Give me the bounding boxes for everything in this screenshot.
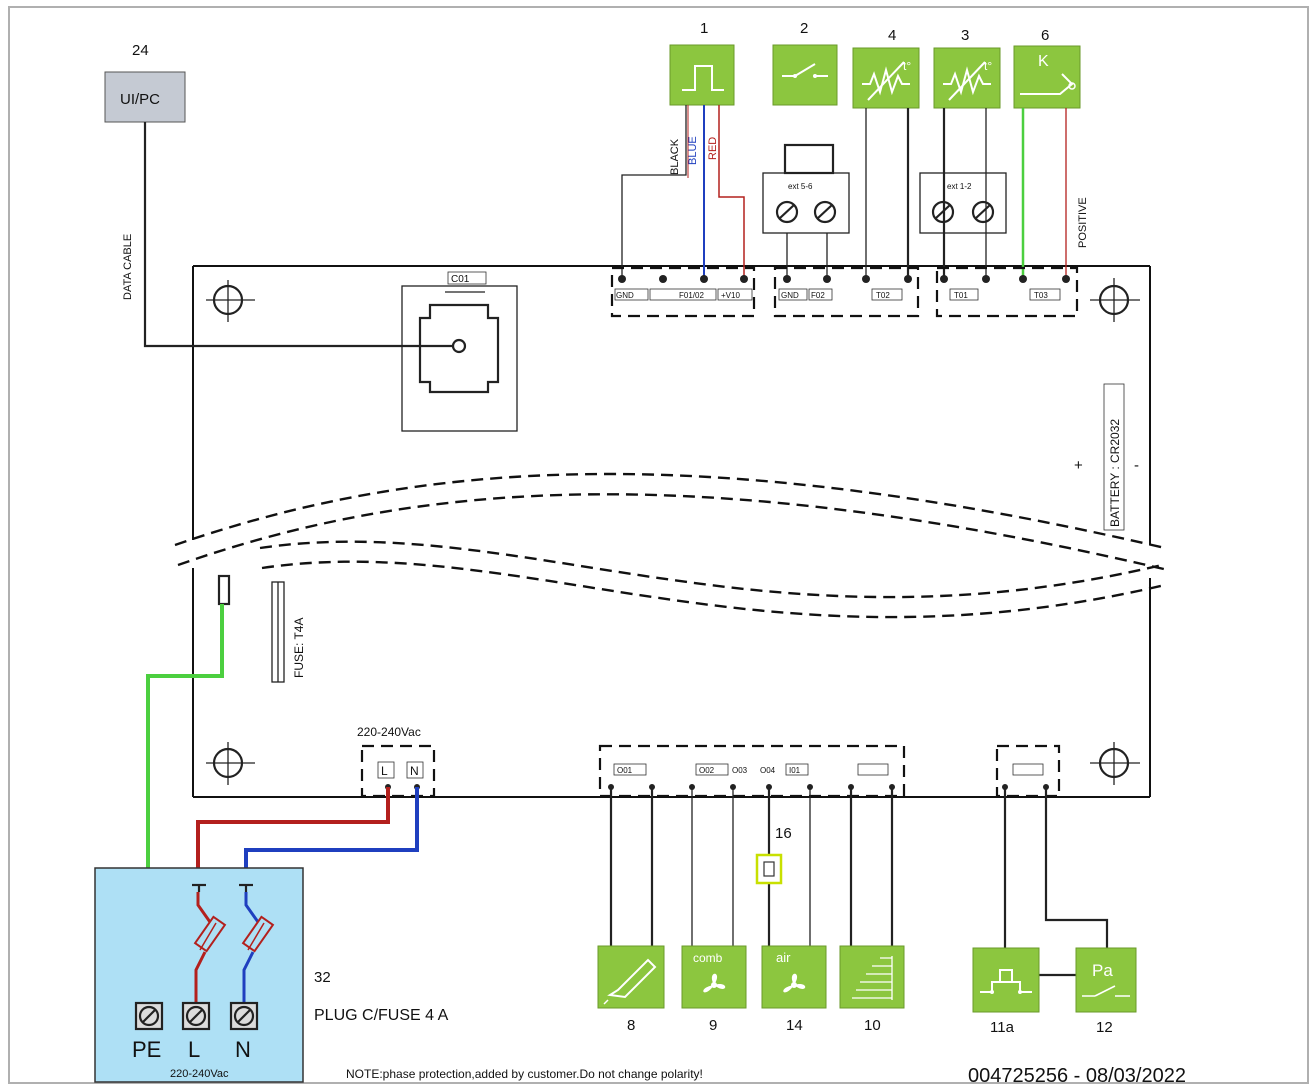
plug-terminal-l: L: [188, 1037, 200, 1062]
tag-o03: O03: [732, 766, 748, 775]
mounting-hole-icon: [1090, 742, 1140, 785]
bottom-terminal-block-main: O01 O02 O03 O04 I01: [598, 744, 906, 798]
tag-i01: I01: [789, 766, 801, 775]
switch-icon: [772, 44, 838, 106]
power-voltage-label: 220-240Vac: [357, 725, 421, 739]
pcb-board: [174, 265, 1169, 798]
ui-pc-box: 24 UI/PC: [104, 42, 186, 123]
plug-label: PLUG C/FUSE 4 A: [314, 1007, 449, 1024]
power-terminal-block: L N: [360, 744, 436, 798]
tag-v10: +V10: [721, 291, 740, 300]
thermistor-icon: t°: [852, 47, 920, 109]
battery-plus: +: [1074, 457, 1083, 474]
thermocouple-icon: K: [1013, 45, 1081, 109]
tag-t03: T03: [1034, 291, 1048, 300]
wire-label-positive: POSITIVE: [1077, 197, 1089, 248]
plug-terminal-n: N: [235, 1037, 251, 1062]
battery-label-box: BATTERY : CR2032: [1103, 383, 1125, 531]
auger-icon: [839, 945, 905, 1009]
pressure-switch-icon: Pa: [1075, 947, 1137, 1013]
wire-label-black: BLACK: [669, 138, 681, 175]
ext-1-2-block: ext 1-2: [919, 172, 1007, 234]
tag-gnd: GND: [616, 291, 634, 300]
data-cable-wire: [143, 122, 453, 348]
component-8-number: 8: [627, 1017, 635, 1034]
fuse-icon: [271, 581, 285, 683]
ext-1-2-label: ext 1-2: [947, 182, 972, 191]
ui-pc-number: 24: [132, 42, 149, 59]
plug-voltage-label: 220-240Vac: [170, 1068, 229, 1080]
component-1-number: 1: [700, 20, 708, 37]
component-10-number: 10: [864, 1017, 881, 1034]
junction-number: 16: [775, 825, 792, 842]
plug-terminal-pe: PE: [132, 1037, 161, 1062]
earth-wire: [146, 604, 224, 1012]
tag-f01-02: F01/02: [679, 291, 704, 300]
mounting-hole-icon: [1090, 278, 1140, 322]
fan-icon: comb: [681, 945, 747, 1009]
thermocouple-label: K: [1038, 53, 1049, 70]
wire-label-blue: BLUE: [687, 136, 699, 165]
safety-thermostat-icon: [972, 947, 1040, 1013]
tag-o04: O04: [760, 766, 776, 775]
mounting-hole-icon: [206, 742, 255, 785]
thermistor-4-label: t°: [903, 59, 911, 73]
ui-pc-label: UI/PC: [120, 91, 160, 108]
data-cable-label: DATA CABLE: [122, 234, 134, 300]
component-3-number: 3: [961, 27, 969, 44]
bottom-wires: [609, 787, 1109, 977]
top-terminal-block-1: GND F01/02 +V10: [610, 266, 756, 318]
component-2-number: 2: [800, 20, 808, 37]
tag-f02: F02: [811, 291, 825, 300]
wire-label-red: RED: [707, 137, 719, 160]
c01-label: C01: [451, 274, 470, 285]
pe-tab: [217, 574, 231, 606]
mounting-hole-icon: [206, 280, 255, 322]
battery-label: BATTERY : CR2032: [1108, 419, 1122, 527]
c01-connector: C01: [401, 271, 518, 432]
neutral-wire: [244, 787, 419, 880]
plug-box: [94, 867, 304, 1083]
fan-icon: air: [761, 945, 827, 1009]
page-frame: [8, 6, 1309, 1084]
ext-5-6-label: ext 5-6: [788, 182, 813, 191]
tag-o02: O02: [699, 766, 715, 775]
igniter-icon: [597, 945, 665, 1009]
thermistor-3-label: t°: [984, 59, 992, 73]
pressure-switch-label: Pa: [1092, 961, 1113, 980]
footer-note: NOTE:phase protection,added by customer.…: [346, 1067, 703, 1081]
component-14-number: 14: [786, 1017, 803, 1034]
tag-o01: O01: [617, 766, 633, 775]
component-11a-number: 11a: [990, 1019, 1015, 1036]
document-code: 004725256 - 08/03/2022: [968, 1065, 1186, 1087]
bottom-terminal-dots: [608, 784, 1049, 790]
ext-5-6-block: ext 5-6: [762, 143, 850, 234]
fuse-label: FUSE: T4A: [292, 618, 306, 678]
tag-gnd-2: GND: [781, 291, 799, 300]
component-6-number: 6: [1041, 27, 1049, 44]
top-terminal-dots: [618, 275, 1070, 283]
junction-icon: [755, 853, 783, 885]
tag-t02: T02: [876, 291, 890, 300]
power-l-label: L: [381, 764, 388, 778]
component-9-number: 9: [709, 1017, 717, 1034]
plug-number: 32: [314, 969, 331, 986]
tag-t01: T01: [954, 291, 968, 300]
component-12-number: 12: [1096, 1019, 1113, 1036]
bottom-terminal-block-right: [995, 744, 1061, 798]
pulse-signal-icon: [669, 44, 735, 106]
component-4-number: 4: [888, 27, 896, 44]
power-n-label: N: [410, 764, 419, 778]
battery-minus: -: [1134, 457, 1139, 474]
top-wires: [621, 105, 1067, 278]
plug-terminals: [134, 1001, 259, 1031]
thermistor-icon: t°: [933, 47, 1001, 109]
top-terminal-block-2: GND F02 T02: [773, 266, 920, 318]
fan-comb-label: comb: [693, 951, 723, 965]
fan-air-label: air: [776, 950, 791, 965]
top-terminal-block-3: T01 T03: [935, 266, 1079, 318]
